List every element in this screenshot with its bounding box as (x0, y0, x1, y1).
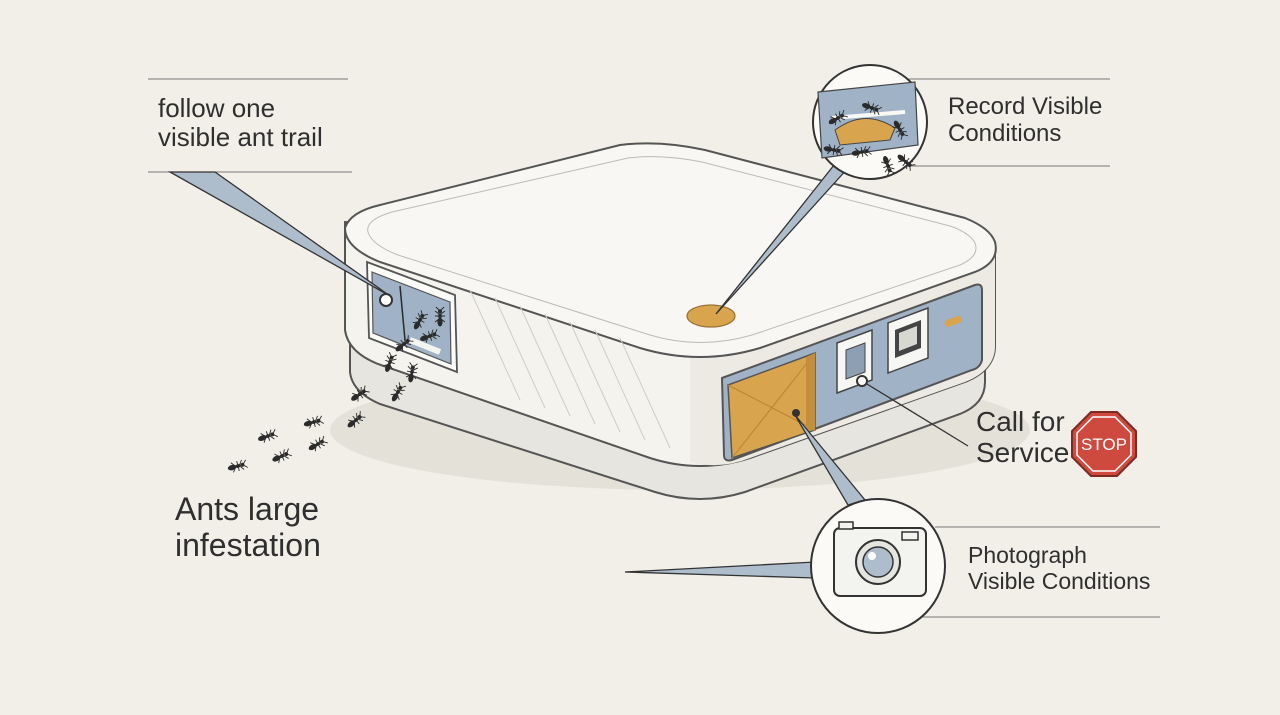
service-callout-label: Call for Service (976, 406, 1069, 469)
status-led-icon (944, 316, 962, 327)
stop-sign-text: STOP (1081, 435, 1127, 454)
door-marker (792, 409, 800, 417)
ant-icon (302, 414, 325, 430)
ant-icon (226, 458, 249, 474)
trail-callout-line2: visible ant trail (158, 122, 323, 153)
record-callout-line1: Record Visible (948, 93, 1103, 120)
photo-magnifier (810, 498, 946, 634)
photo-callout-line1: Photograph (968, 542, 1087, 568)
record-callout-line2: Conditions (948, 119, 1062, 147)
service-callout-line2: Service (976, 437, 1070, 469)
photo-callout-label: Photograph Visible Conditions (968, 542, 1151, 595)
trail-marker (379, 293, 393, 307)
callout-pointers (167, 159, 969, 579)
trail-callout-line1: follow one (158, 93, 276, 123)
router-device (343, 142, 997, 500)
ant-icon (255, 427, 279, 445)
ant-icon (305, 434, 329, 455)
record-callout-label: Record Visible Conditions (948, 93, 1103, 148)
port-marker (856, 375, 868, 387)
ethernet-port-icon (887, 306, 929, 375)
camera-icon (833, 521, 927, 597)
record-magnifier (812, 64, 928, 180)
trail-callout-label: follow one visible ant trail (158, 93, 323, 153)
service-callout-line1: Call for (976, 406, 1065, 437)
photo-callout-line2: Visible Conditions (968, 567, 1151, 594)
stop-sign-icon: STOP (1071, 411, 1137, 477)
ants-callout-label: Ants large infestation (175, 491, 321, 564)
ant-icon (269, 447, 293, 466)
ants-callout-line1: Ants large (175, 491, 320, 527)
ants-callout-line2: infestation (175, 526, 321, 563)
top-button (686, 304, 736, 328)
